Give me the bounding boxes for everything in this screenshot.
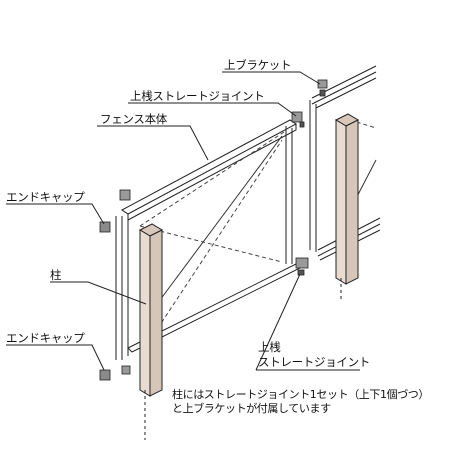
end-cap-top-part: [99, 189, 131, 233]
note-line-2: と上ブラケットが付属しています: [172, 402, 331, 415]
label-upper-rail-joint-mid-1: 上桟: [258, 340, 281, 354]
end-cap-bottom-part: [99, 365, 131, 381]
upper-rail-joint-top-part: [291, 111, 305, 128]
label-upper-bracket: 上ブラケット: [224, 58, 292, 72]
upper-bracket-part: [317, 79, 328, 97]
note-line-1: 柱にはストレートジョイント1セット（上下1個づつ）: [172, 388, 429, 401]
leader-lines: [6, 71, 360, 371]
label-post: 柱: [50, 268, 62, 282]
left-post: [138, 223, 164, 440]
label-end-cap-bottom: エンドキャップ: [6, 331, 85, 345]
fence-frame: [115, 65, 381, 360]
label-end-cap-top: エンドキャップ: [6, 190, 85, 204]
label-upper-rail-joint-mid-2: ストレートジョイント: [258, 355, 370, 369]
right-post: [334, 113, 360, 300]
upper-rail-joint-mid-part: [295, 257, 309, 276]
label-upper-rail-joint-top: 上桟ストレートジョイント: [130, 89, 265, 103]
label-fence-body: フェンス本体: [100, 112, 167, 126]
